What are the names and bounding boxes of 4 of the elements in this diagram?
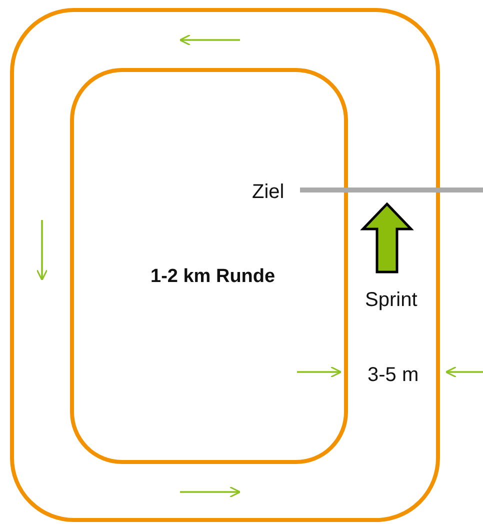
sprint-label: Sprint bbox=[365, 290, 418, 310]
width-label: 3-5 m bbox=[368, 365, 419, 385]
finish-label: Ziel bbox=[252, 182, 284, 202]
lap-label: 1-2 km Runde bbox=[150, 267, 276, 286]
